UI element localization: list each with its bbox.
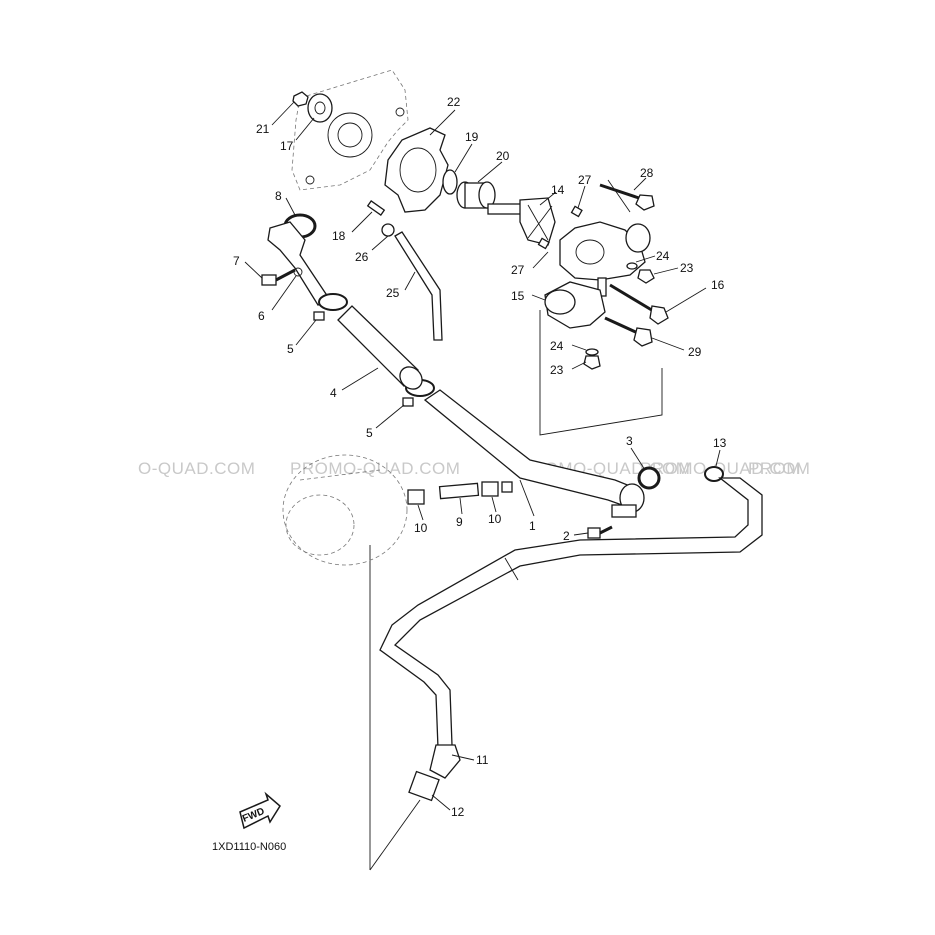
callout-3: 3 <box>626 434 633 448</box>
callout-10b: 10 <box>488 512 502 526</box>
part-10-clamp <box>407 481 513 505</box>
part-12-fitting <box>408 770 440 802</box>
callout-18: 18 <box>332 229 346 243</box>
watermark: PROM <box>748 459 801 478</box>
callout-27a: 27 <box>578 173 592 187</box>
part-3-o-ring <box>637 466 661 490</box>
part-15-pump-cover <box>544 281 606 329</box>
part-20-mechanical-seal <box>456 181 496 209</box>
crankcase-cover <box>291 69 409 191</box>
part-23-screw <box>583 269 655 370</box>
part-14-impeller <box>487 197 556 246</box>
watermark: PROMO-QUAD.COM <box>640 459 810 478</box>
watermark: PROMO-QUAD.COM <box>290 459 460 478</box>
callout-17: 17 <box>280 139 294 153</box>
part-17-bearing <box>307 93 333 123</box>
callout-24a: 24 <box>656 249 670 263</box>
part-27-dowel-pin <box>537 205 583 250</box>
part-7-bolt <box>261 268 296 286</box>
callout-24b: 24 <box>550 339 564 353</box>
part-1-water-pipe <box>423 389 645 518</box>
callout-20: 20 <box>496 149 510 163</box>
diagram-code: 1XD1110-N060 <box>212 841 286 853</box>
callout-6: 6 <box>258 309 265 323</box>
forward-direction-arrow: FWD <box>239 791 281 830</box>
assembly-leader-lines <box>369 179 663 871</box>
callout-4: 4 <box>330 386 337 400</box>
callout-25: 25 <box>386 286 400 300</box>
part-11-oil-hose <box>379 477 763 749</box>
callout-28: 28 <box>640 166 654 180</box>
callout-labels: 1 2 3 4 5 5 6 7 8 9 10 10 11 12 13 14 15… <box>233 95 727 819</box>
callout-9: 9 <box>456 515 463 529</box>
part-21-nut <box>292 91 309 107</box>
callout-19: 19 <box>465 130 479 144</box>
part-11-fitting <box>429 744 461 779</box>
callout-12: 12 <box>451 805 465 819</box>
part-22-gasket <box>384 127 449 213</box>
part-28-bolt <box>599 183 655 211</box>
callout-7: 7 <box>233 254 240 268</box>
pump-housing <box>559 221 651 297</box>
part-2-bolt <box>587 525 613 539</box>
part-26-clamp <box>381 223 395 237</box>
callout-10a: 10 <box>414 521 428 535</box>
callout-16: 16 <box>711 278 725 292</box>
part-25-hose <box>394 231 443 341</box>
oil-filter-housing <box>282 454 408 566</box>
callout-21: 21 <box>256 122 270 136</box>
part-29-bolt <box>604 316 653 347</box>
callout-2: 2 <box>563 529 570 543</box>
part-4-hose <box>337 305 423 390</box>
callout-26: 26 <box>355 250 369 264</box>
part-24-washer <box>585 262 638 356</box>
part-9-pipe <box>438 482 480 500</box>
callout-23a: 23 <box>680 261 694 275</box>
part-18-pin <box>366 200 386 216</box>
watermark: O-QUAD.COM <box>138 459 255 478</box>
callout-13: 13 <box>713 436 727 450</box>
callout-11: 11 <box>476 753 489 767</box>
part-16-bolt <box>609 283 669 325</box>
callout-5a: 5 <box>287 342 294 356</box>
callout-5b: 5 <box>366 426 373 440</box>
callout-29: 29 <box>688 345 702 359</box>
callout-1: 1 <box>529 519 536 533</box>
callout-8: 8 <box>275 189 282 203</box>
part-19-oil-seal <box>442 169 458 195</box>
callout-27b: 27 <box>511 263 525 277</box>
callout-23b: 23 <box>550 363 564 377</box>
callout-15: 15 <box>511 289 525 303</box>
callout-22: 22 <box>447 95 461 109</box>
part-6-joint <box>267 221 331 306</box>
callout-14: 14 <box>551 183 565 197</box>
callout-leaders <box>244 101 721 811</box>
